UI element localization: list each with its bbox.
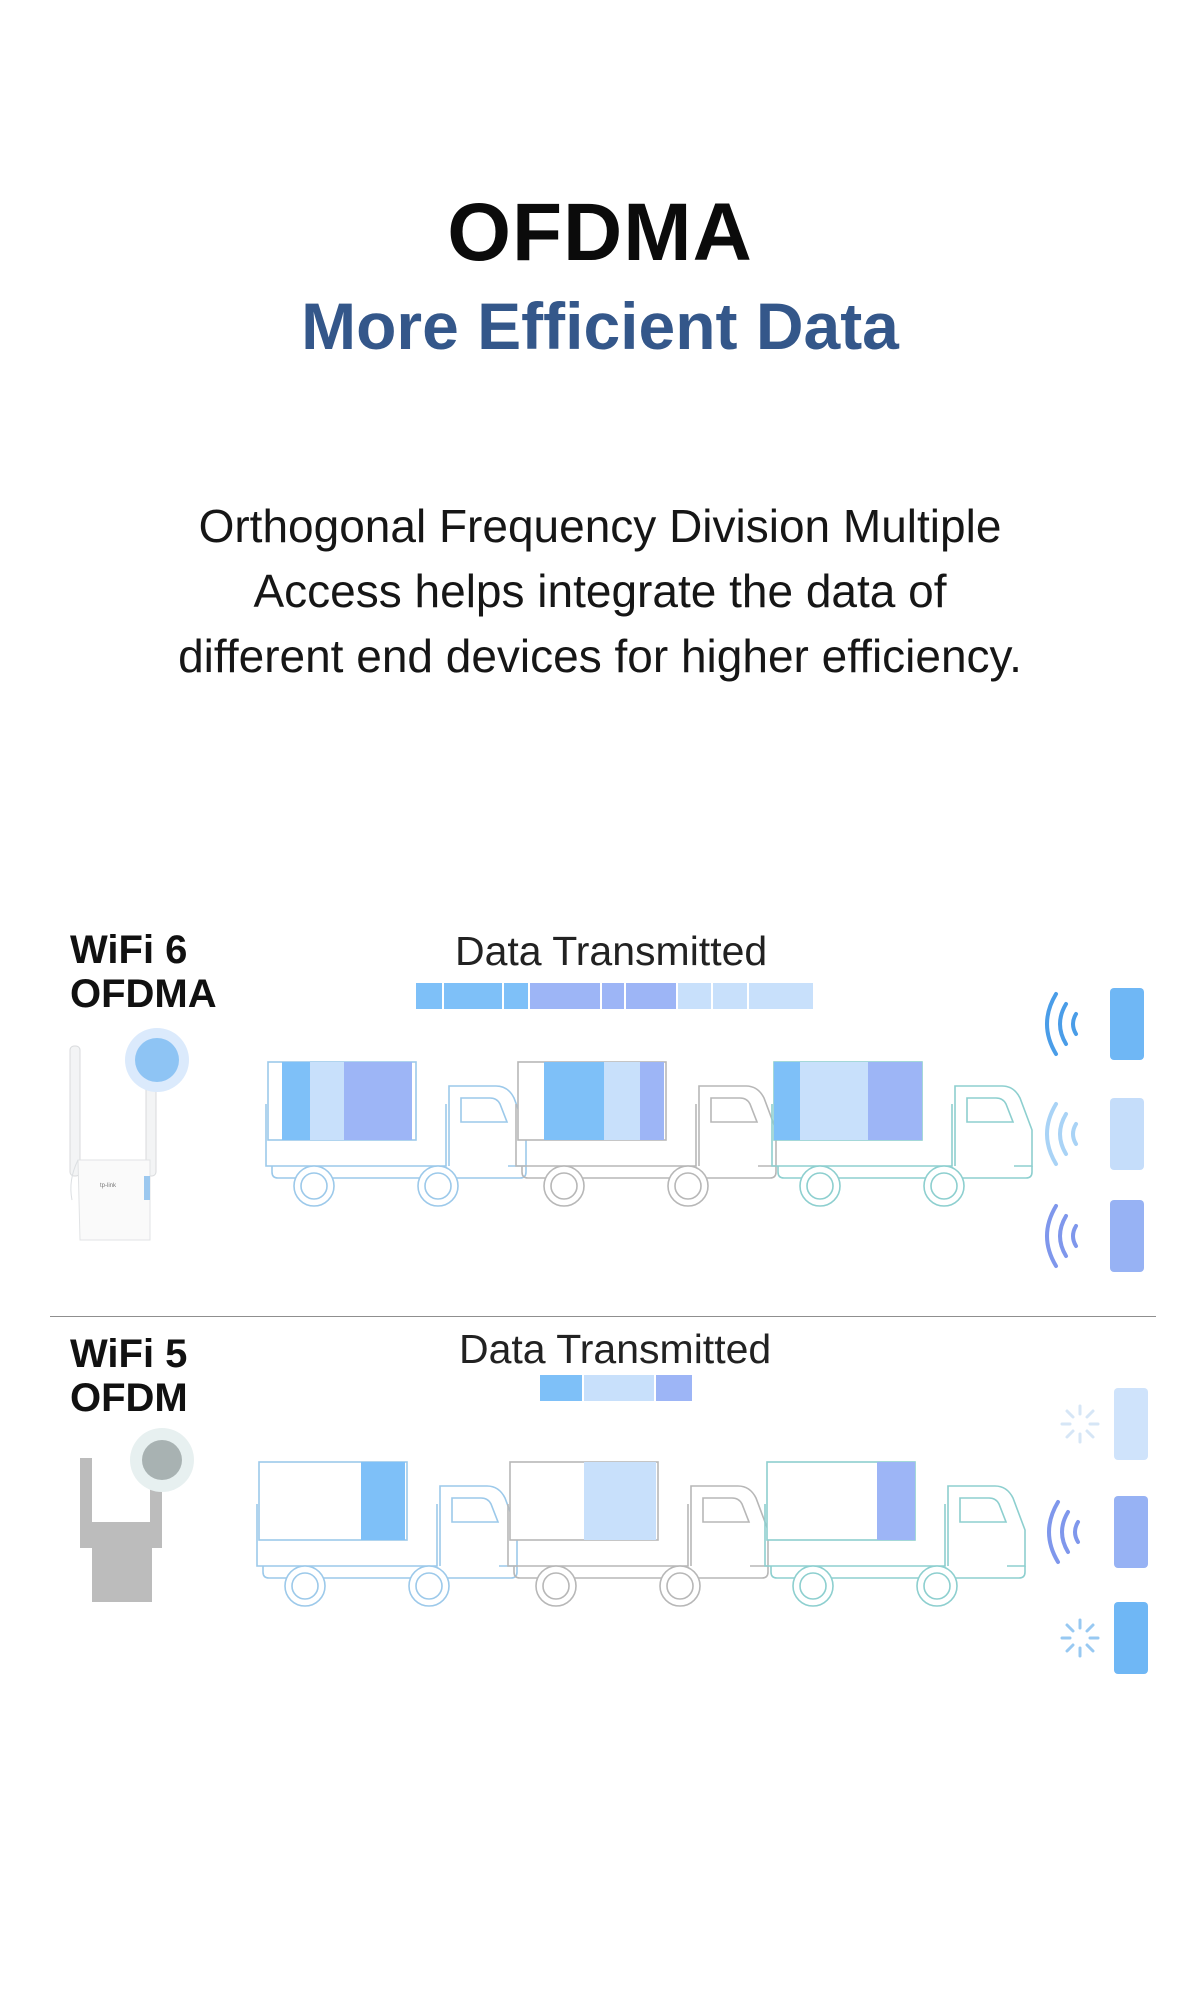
wifi6-data-bar	[414, 981, 815, 1011]
wifi5-label: WiFi 5 OFDM	[70, 1332, 188, 1420]
wifi5-data-bar	[538, 1373, 694, 1403]
page-title: OFDMA	[447, 187, 753, 278]
wifi5-data-label: Data Transmitted	[459, 1326, 772, 1372]
wifi5-client-2	[1047, 1496, 1148, 1568]
loading-spinner-icon	[1060, 1618, 1100, 1658]
wifi6-extender-device: tp-link	[69, 1028, 189, 1241]
wifi5-label-line1: WiFi 5	[70, 1332, 188, 1376]
wifi6-truck-3	[771, 1061, 1033, 1207]
wifi6-truck-1	[265, 1061, 527, 1207]
wifi6-client-2	[1045, 1098, 1144, 1170]
wifi6-client-1	[1045, 988, 1144, 1060]
wifi5-truck-1	[256, 1461, 518, 1607]
signal-wave-icon	[1045, 1204, 1078, 1268]
loading-spinner-icon	[1060, 1404, 1100, 1444]
phone-icon	[1110, 1098, 1144, 1170]
wifi5-truck-2	[507, 1461, 769, 1607]
device-logo: tp-link	[100, 1183, 117, 1189]
phone-icon	[1110, 988, 1144, 1060]
wifi5-truck-3	[764, 1461, 1026, 1607]
phone-icon	[1114, 1602, 1148, 1674]
wifi5-client-1	[1060, 1388, 1148, 1460]
page-subtitle: More Efficient Data	[301, 289, 899, 363]
phone-icon	[1114, 1388, 1148, 1460]
description-text: Orthogonal Frequency Division Multiple A…	[178, 500, 1022, 682]
wifi5-extender-device	[80, 1428, 194, 1602]
signal-wave-icon	[1045, 1102, 1078, 1166]
wifi5-client-3	[1060, 1602, 1148, 1674]
phone-icon	[1114, 1496, 1148, 1568]
phone-icon	[1110, 1200, 1144, 1272]
signal-wave-icon	[1045, 992, 1078, 1056]
wifi6-label: WiFi 6 OFDMA	[70, 928, 217, 1016]
wifi6-label-line2: OFDMA	[70, 972, 217, 1016]
signal-wave-icon	[1047, 1500, 1080, 1564]
wifi6-client-3	[1045, 1200, 1144, 1272]
wifi5-label-line2: OFDM	[70, 1376, 188, 1420]
wifi6-data-label: Data Transmitted	[455, 928, 768, 974]
section-divider	[50, 1316, 1156, 1317]
wifi6-truck-2	[515, 1061, 777, 1207]
wifi6-label-line1: WiFi 6	[70, 928, 188, 972]
